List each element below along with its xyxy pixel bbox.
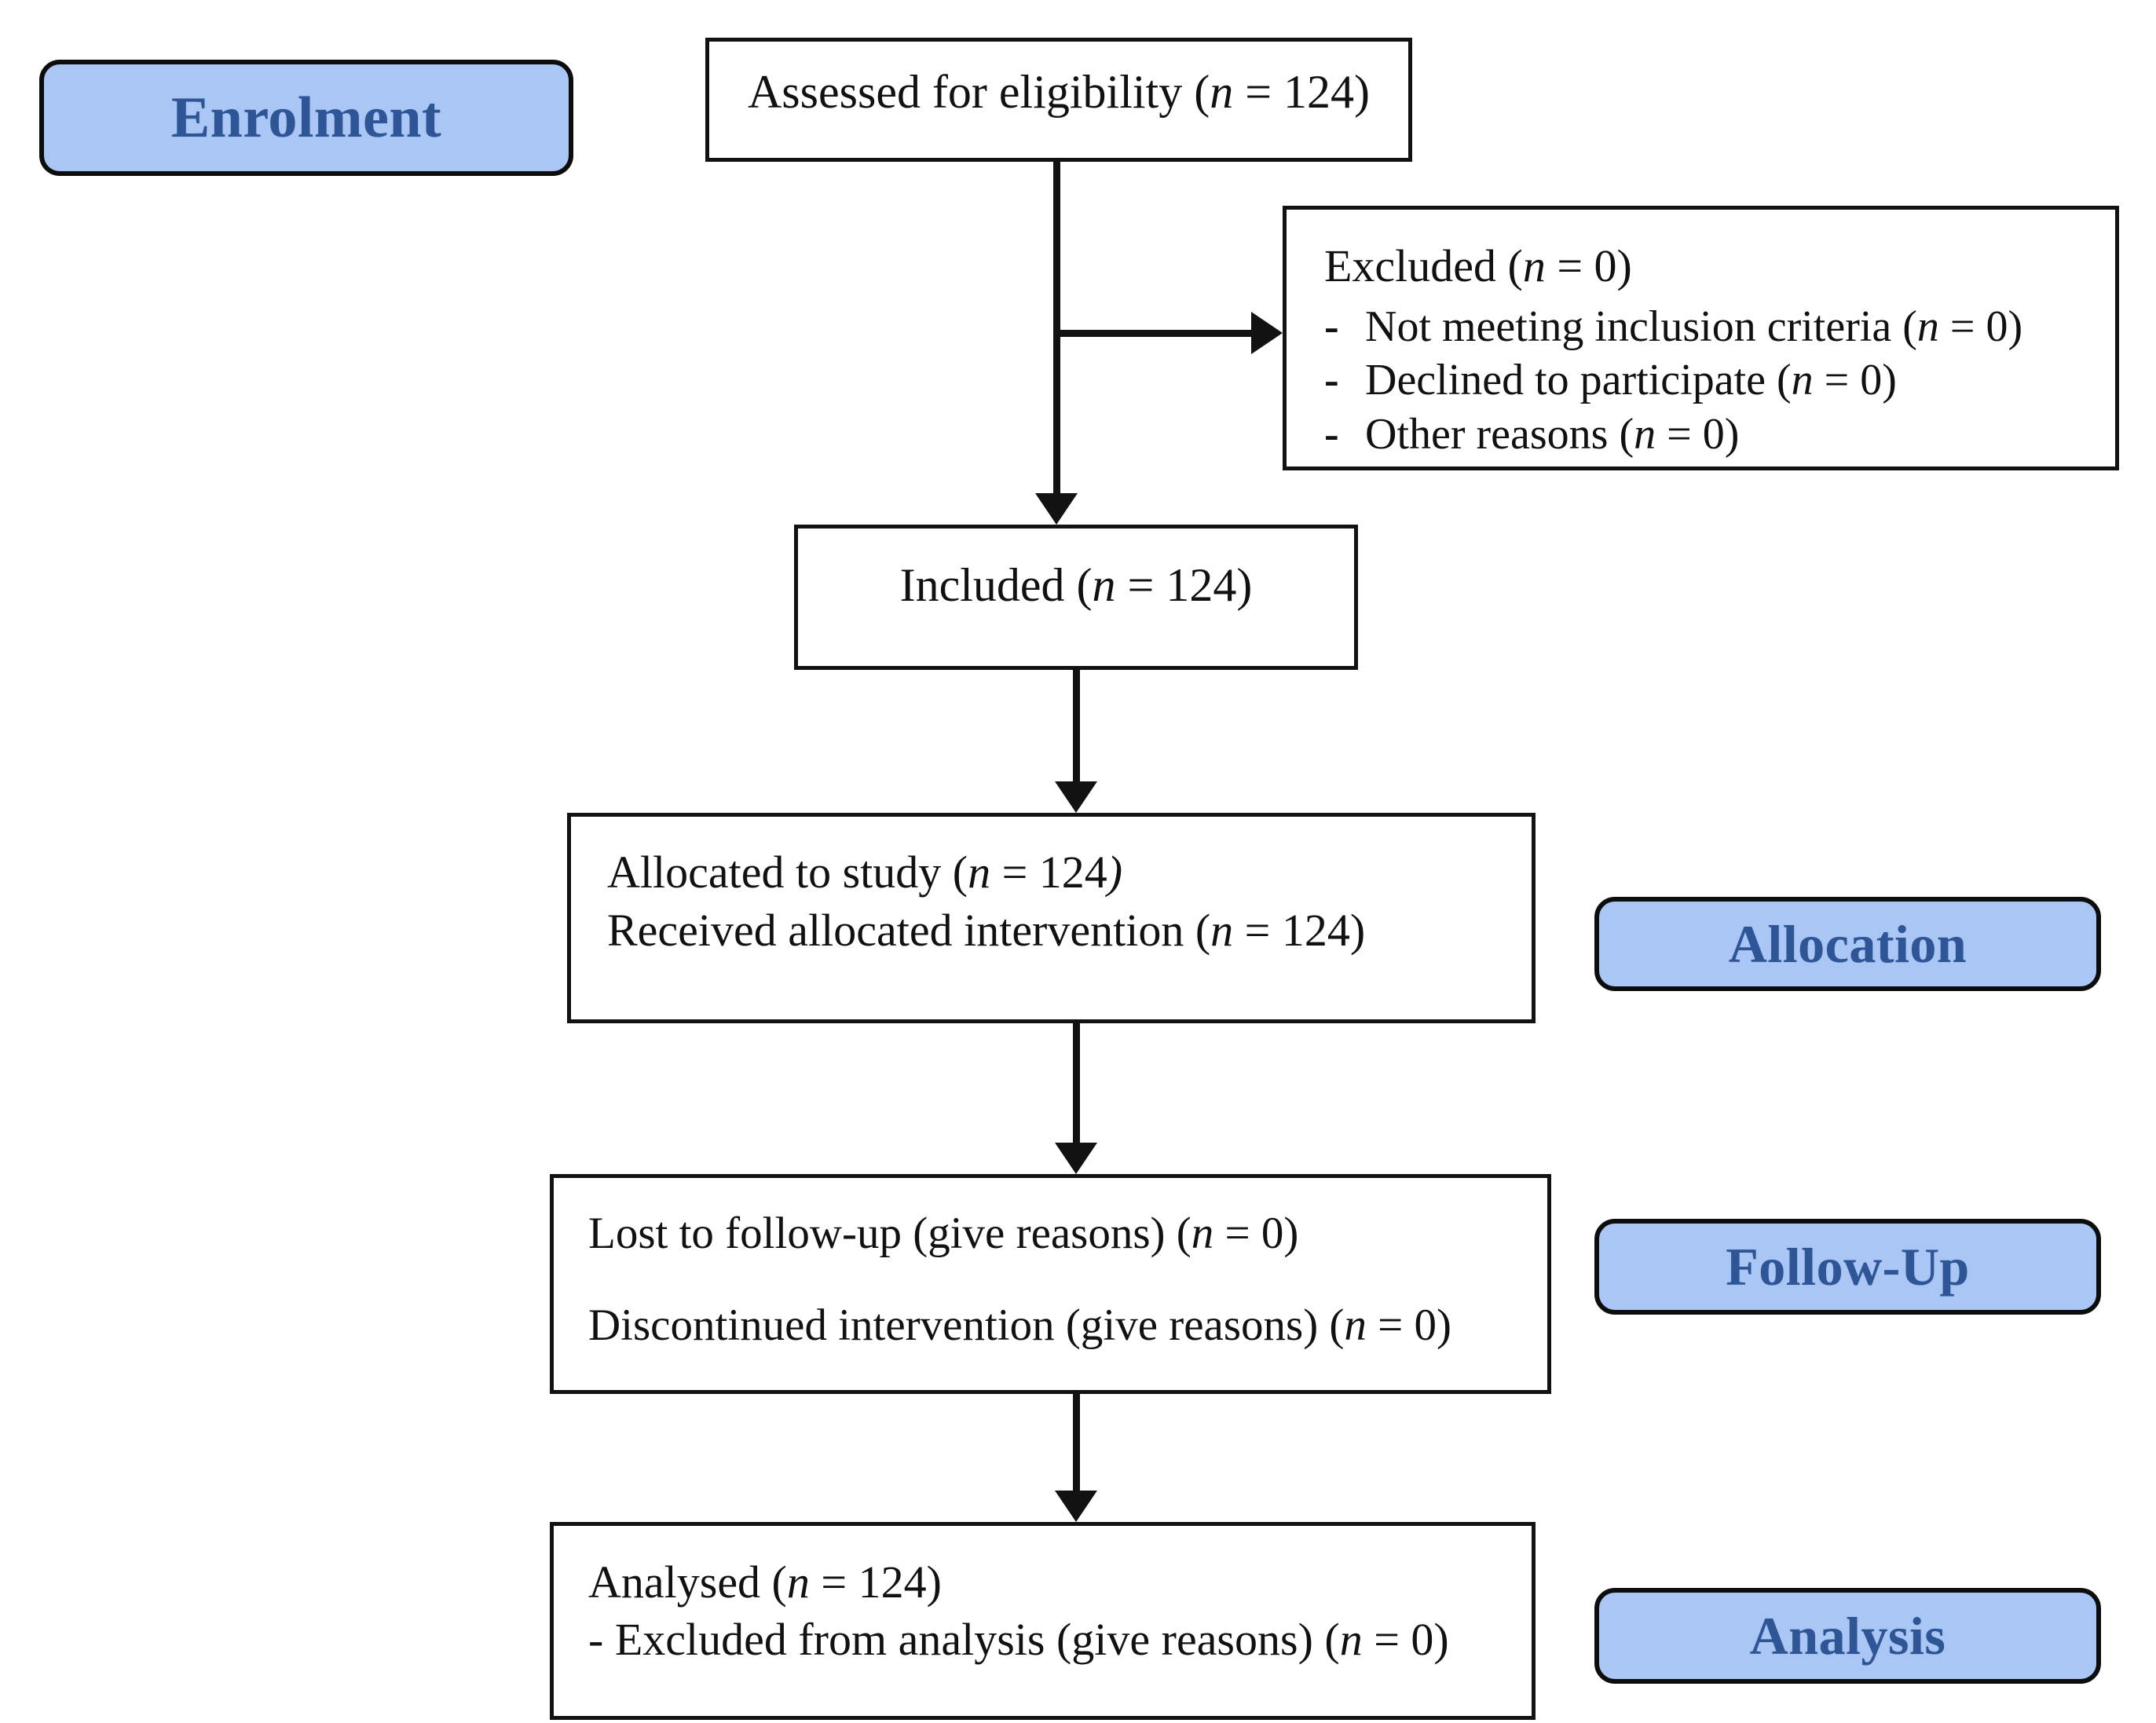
connector-assessed-to-excluded-arrowhead — [1251, 312, 1283, 354]
stage-badge-analysis-label: Analysis — [1749, 1605, 1946, 1666]
excluded-item-declined: - Declined to participate (n = 0) — [1324, 353, 2115, 407]
bullet-dash-icon: - — [1324, 356, 1339, 405]
connector-included-to-allocated-arrowhead — [1055, 781, 1097, 813]
excluded-item-0-text: Not meeting inclusion criteria (n = 0) — [1365, 302, 2023, 351]
followup-n-symbol-0: n — [1191, 1209, 1214, 1258]
included-text-pre: Included ( — [899, 559, 1093, 611]
box-follow-up: Lost to follow-up (give reasons) (n = 0)… — [550, 1174, 1551, 1394]
analysed-line-0: Analysed (n = 124) — [588, 1557, 942, 1608]
stage-badge-allocation[interactable]: Allocation — [1594, 897, 2101, 991]
connector-assessed-to-included-line — [1053, 159, 1060, 497]
box-excluded: Excluded (n = 0) - Not meeting inclusion… — [1283, 206, 2119, 470]
analysed-n-symbol-0: n — [786, 1557, 810, 1608]
bullet-dash-icon: - — [1324, 409, 1339, 459]
connector-included-to-allocated-line — [1073, 670, 1080, 784]
excluded-heading-n-symbol: n — [1522, 240, 1546, 291]
connector-assessed-to-included-arrowhead — [1035, 493, 1078, 525]
followup-line-0: Lost to follow-up (give reasons) (n = 0) — [588, 1209, 1299, 1258]
box-analysed: Analysed (n = 124) - Excluded from analy… — [550, 1522, 1536, 1720]
connector-allocated-to-followup-line — [1073, 1023, 1080, 1145]
followup-n-symbol-1: n — [1344, 1300, 1367, 1350]
stage-badge-enrolment-label: Enrolment — [170, 85, 442, 150]
excluded-item-2-text: Other reasons (n = 0) — [1365, 409, 1740, 459]
connector-assessed-to-excluded-line — [1056, 330, 1253, 337]
bullet-dash-icon: - — [1324, 302, 1339, 351]
allocated-n-symbol-0: n — [968, 847, 991, 898]
included-n-symbol: n — [1092, 559, 1116, 611]
included-text-post: = 124) — [1115, 559, 1253, 611]
box-allocated-to-study: Allocated to study (n = 124) Received al… — [567, 813, 1536, 1023]
box-assessed-for-eligibility: Assessed for eligibility (n = 124) — [705, 38, 1412, 162]
allocated-n-symbol-1: n — [1210, 905, 1234, 957]
connector-followup-to-analysed-arrowhead — [1055, 1491, 1097, 1522]
bullet-dash-icon: - — [588, 1613, 604, 1665]
stage-badge-enrolment[interactable]: Enrolment — [39, 60, 573, 176]
excluded-item-other-reasons: - Other reasons (n = 0) — [1324, 408, 2115, 461]
allocated-line-0: Allocated to study (n = 124) — [607, 847, 1123, 898]
excluded-item-not-meeting-criteria: - Not meeting inclusion criteria (n = 0) — [1324, 300, 2115, 353]
allocated-line-1: Received allocated intervention (n = 124… — [607, 905, 1366, 957]
analysed-n-symbol-1: n — [1339, 1613, 1363, 1665]
assessed-n-symbol: n — [1210, 66, 1234, 118]
excluded-heading-post: = 0) — [1545, 240, 1632, 291]
assessed-text-pre: Assessed for eligibility ( — [747, 66, 1210, 118]
assessed-line: Assessed for eligibility (n = 124) — [709, 65, 1408, 119]
included-line: Included (n = 124) — [798, 558, 1354, 613]
assessed-text-post: = 124) — [1233, 66, 1371, 118]
connector-allocated-to-followup-arrowhead — [1055, 1143, 1097, 1174]
connector-followup-to-analysed-line — [1073, 1394, 1080, 1492]
excluded-item-1-text: Declined to participate (n = 0) — [1365, 356, 1897, 405]
box-included: Included (n = 124) — [794, 525, 1358, 670]
excluded-heading-pre: Excluded ( — [1324, 240, 1523, 291]
stage-badge-followup[interactable]: Follow-Up — [1594, 1219, 2101, 1315]
analysed-line-1: - Excluded from analysis (give reasons) … — [588, 1613, 1449, 1665]
excluded-heading: Excluded (n = 0) — [1324, 240, 2115, 292]
stage-badge-allocation-label: Allocation — [1728, 913, 1967, 974]
followup-line-1: Discontinued intervention (give reasons)… — [588, 1300, 1452, 1350]
stage-badge-followup-label: Follow-Up — [1726, 1236, 1970, 1297]
stage-badge-analysis[interactable]: Analysis — [1594, 1588, 2101, 1684]
